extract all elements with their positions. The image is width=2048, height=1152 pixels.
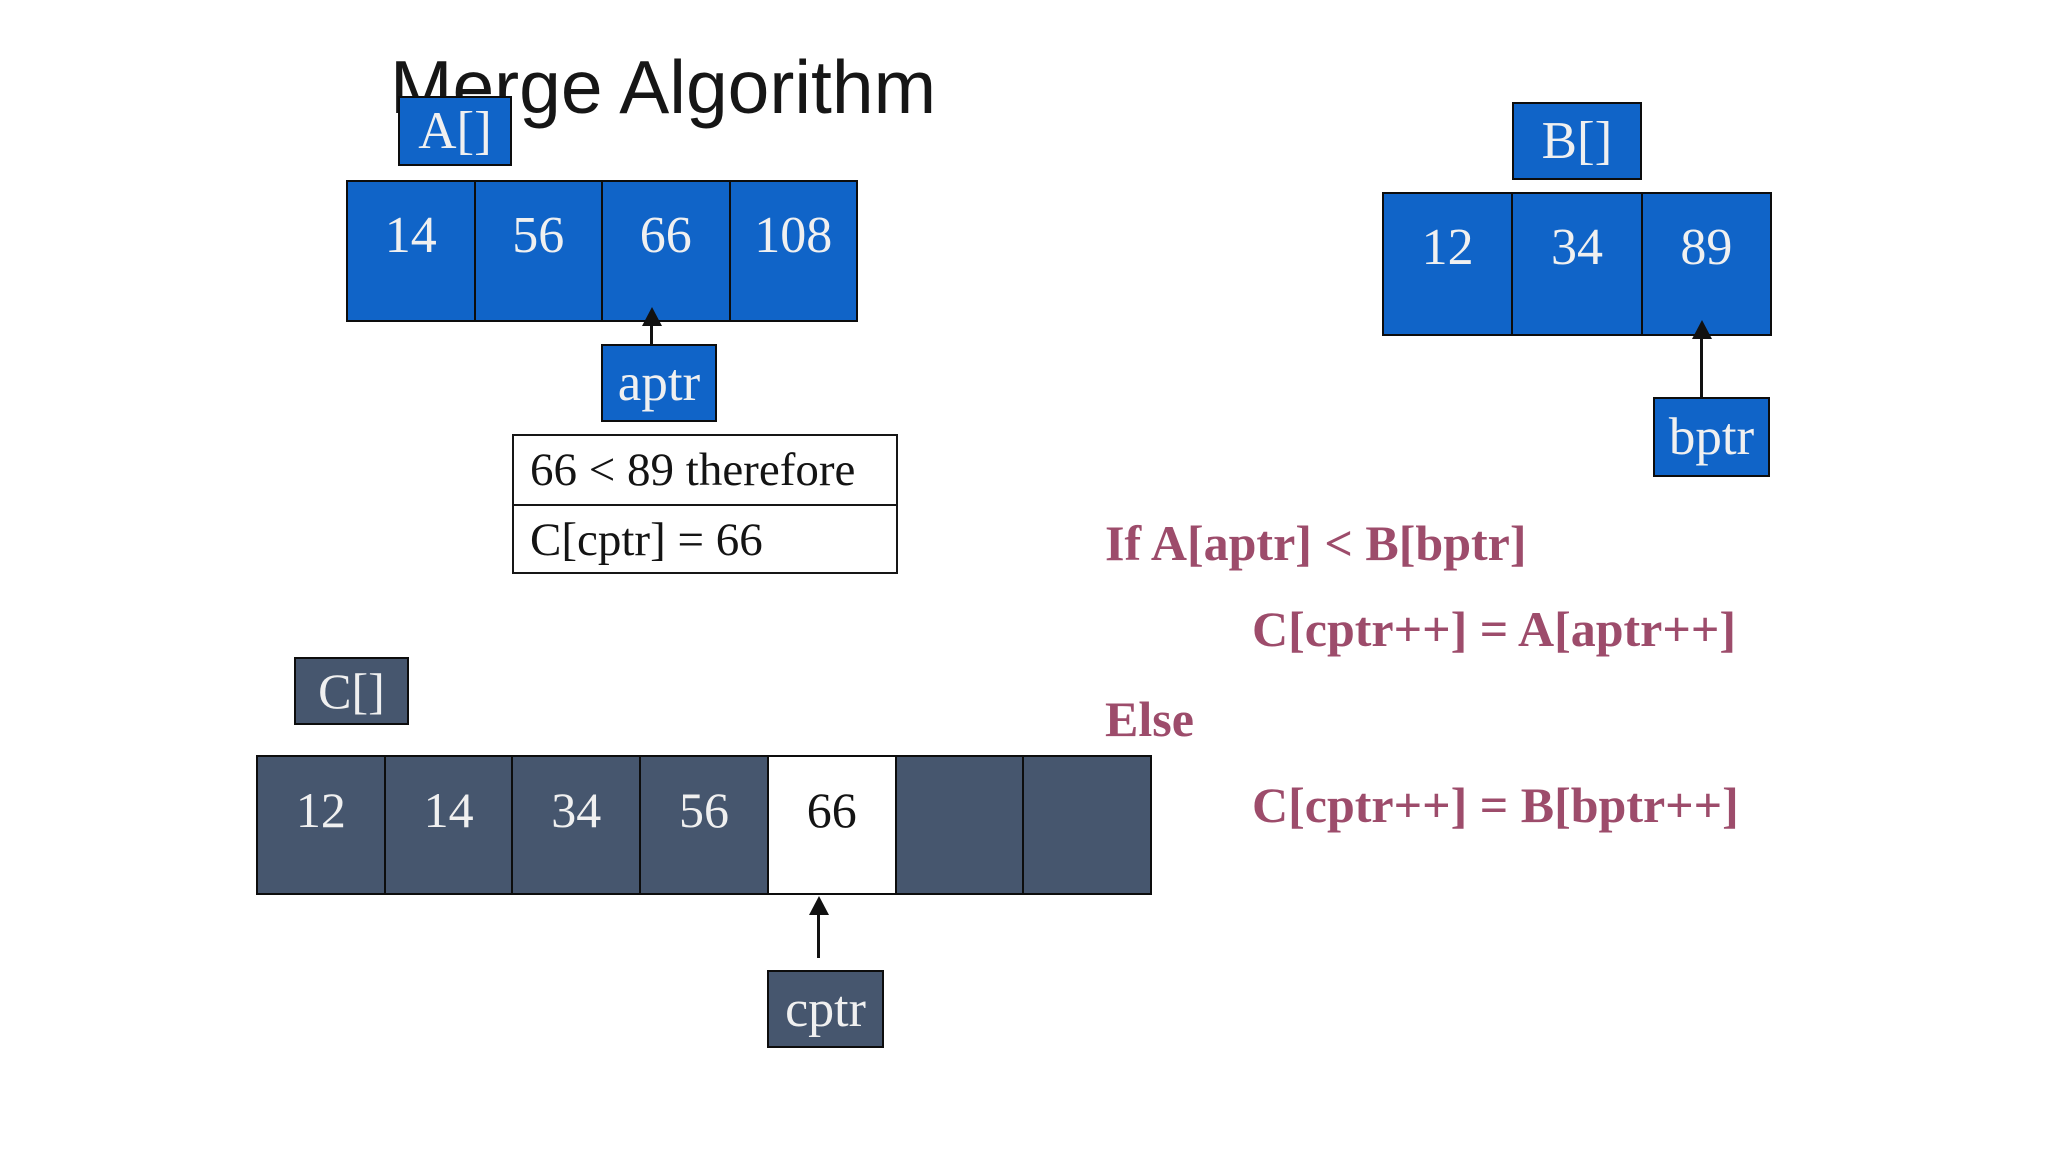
array-c-cell: 14: [385, 757, 514, 893]
cptr-arrow-line: [817, 914, 820, 958]
array-c-label-box: C[]: [294, 657, 409, 725]
array-a-label: A[]: [418, 102, 492, 160]
array-a-cell: 14: [348, 182, 476, 320]
pseudocode-line-then: C[cptr++] = A[aptr++]: [1252, 601, 1737, 657]
array-b-cell: 89: [1642, 194, 1770, 334]
comparison-note-box: 66 < 89 therefore C[cptr] = 66: [512, 434, 898, 574]
comparison-note-line2: C[cptr] = 66: [530, 514, 763, 566]
cptr-pointer-label: cptr: [785, 980, 866, 1038]
array-b-cell: 12: [1384, 194, 1514, 334]
aptr-arrow-line: [650, 325, 653, 345]
array-a-cell: 56: [475, 182, 603, 320]
bptr-pointer-box: bptr: [1653, 397, 1770, 477]
array-c: 12 14 34 56 66: [256, 755, 1152, 895]
array-a-label-box: A[]: [398, 96, 512, 166]
array-b-cell: 34: [1513, 194, 1643, 334]
array-a: 14 56 66 108: [346, 180, 858, 322]
aptr-pointer-box: aptr: [601, 344, 717, 422]
array-b: 12 34 89: [1382, 192, 1772, 336]
array-c-cell: [1024, 757, 1151, 893]
array-a-cell: 108: [730, 182, 856, 320]
array-b-label-box: B[]: [1512, 102, 1642, 180]
array-a-cell: 66: [603, 182, 731, 320]
slide-title: Merge Algorithm: [390, 45, 937, 129]
bptr-arrow-head-icon: [1692, 320, 1712, 339]
pseudocode-line-else-body: C[cptr++] = B[bptr++]: [1252, 777, 1739, 833]
aptr-arrow-head-icon: [642, 307, 662, 326]
array-c-cell: 34: [513, 757, 642, 893]
comparison-note-line1: 66 < 89 therefore: [514, 436, 896, 506]
pseudocode-line-else: Else: [1105, 691, 1194, 747]
bptr-pointer-label: bptr: [1668, 408, 1755, 466]
array-c-cell-highlighted: 66: [768, 757, 897, 893]
array-c-label: C[]: [318, 663, 385, 719]
array-c-cell: [896, 757, 1025, 893]
cptr-arrow-head-icon: [809, 896, 829, 915]
cptr-pointer-box: cptr: [767, 970, 884, 1048]
array-b-label: B[]: [1541, 112, 1613, 170]
bptr-arrow-line: [1700, 338, 1703, 397]
pseudocode-line-if: If A[aptr] < B[bptr]: [1105, 515, 1527, 571]
array-c-cell: 56: [641, 757, 769, 893]
array-c-cell: 12: [258, 757, 386, 893]
aptr-pointer-label: aptr: [617, 354, 701, 412]
